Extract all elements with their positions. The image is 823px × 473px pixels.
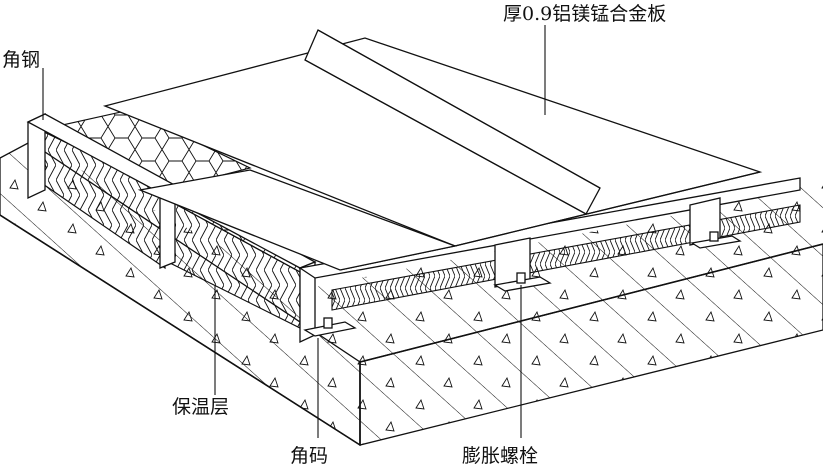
insulation-label: 保温层 [172,396,229,418]
concrete-base [0,141,823,447]
roof-panel [102,29,763,271]
angle-bracket-group [303,231,742,337]
expansion-bolt-label: 膨胀螺栓 [462,445,538,467]
insulation-strip-right [331,204,801,311]
angle-steel-label: 角钢 [2,49,40,71]
angle-bracket-label: 角码 [290,445,328,467]
leader-lines [42,25,546,438]
panel-label: 厚0.9铝镁锰合金板 [503,3,666,25]
